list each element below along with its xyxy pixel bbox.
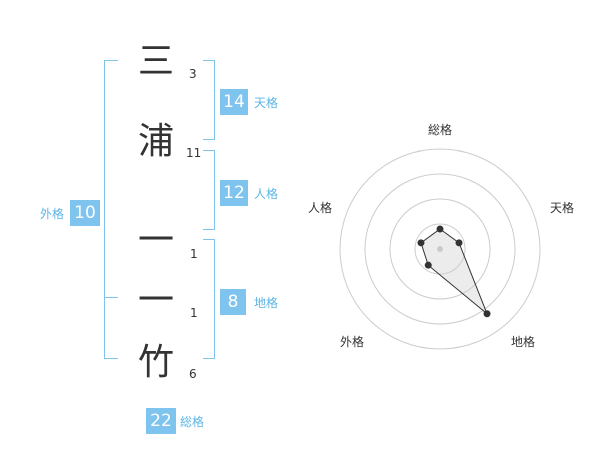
- jinkaku-label: 人格: [254, 187, 279, 201]
- radar-point-5: [417, 239, 425, 247]
- name-char-5: 竹: [137, 342, 174, 383]
- stroke-count-2: 11: [186, 146, 202, 160]
- radar-axis-label-tenkaku: 天格: [550, 201, 575, 215]
- radar-ring: [389, 198, 491, 300]
- chikaku-badge: 8: [220, 289, 246, 315]
- soukaku-label: 総格: [180, 415, 205, 429]
- radar-axis-label-soukaku: 総格: [428, 123, 453, 137]
- gaikaku-label: 外格: [40, 207, 65, 221]
- radar-point-1: [436, 225, 444, 233]
- name-char-4: 一: [137, 280, 174, 321]
- radar-point-4: [424, 261, 432, 269]
- radar-ring: [414, 223, 466, 275]
- soukaku-badge: 22: [146, 408, 176, 434]
- radar-ring: [339, 148, 541, 350]
- tenkaku-label: 天格: [254, 96, 279, 110]
- name-char-3: 一: [137, 220, 174, 261]
- gaikaku-bracket: [104, 60, 118, 359]
- stroke-count-4: 1: [190, 306, 198, 320]
- name-char-2: 浦: [137, 121, 174, 162]
- radar-center: [437, 246, 443, 252]
- stroke-count-1: 3: [189, 67, 197, 81]
- chikaku-label: 地格: [254, 296, 279, 310]
- jinkaku-bracket: [203, 150, 215, 230]
- radar-point-3: [483, 310, 491, 318]
- tenkaku-bracket: [203, 60, 215, 140]
- jinkaku-badge: 12: [220, 180, 248, 206]
- radar-series-shape: [420, 228, 488, 315]
- stroke-count-5: 6: [189, 367, 197, 381]
- radar-axis-label-jinkaku: 人格: [308, 201, 333, 215]
- radar-ring: [364, 173, 516, 325]
- chikaku-bracket: [203, 239, 215, 359]
- stroke-count-3: 1: [190, 247, 198, 261]
- gaikaku-badge: 10: [70, 200, 100, 226]
- radar-axis-label-chikaku: 地格: [511, 335, 536, 349]
- gaikaku-bracket-divider: [104, 297, 118, 298]
- name-char-1: 三: [137, 41, 174, 82]
- tenkaku-badge: 14: [220, 89, 248, 115]
- radar-axis-label-gaikaku: 外格: [340, 335, 365, 349]
- radar-point-2: [455, 239, 463, 247]
